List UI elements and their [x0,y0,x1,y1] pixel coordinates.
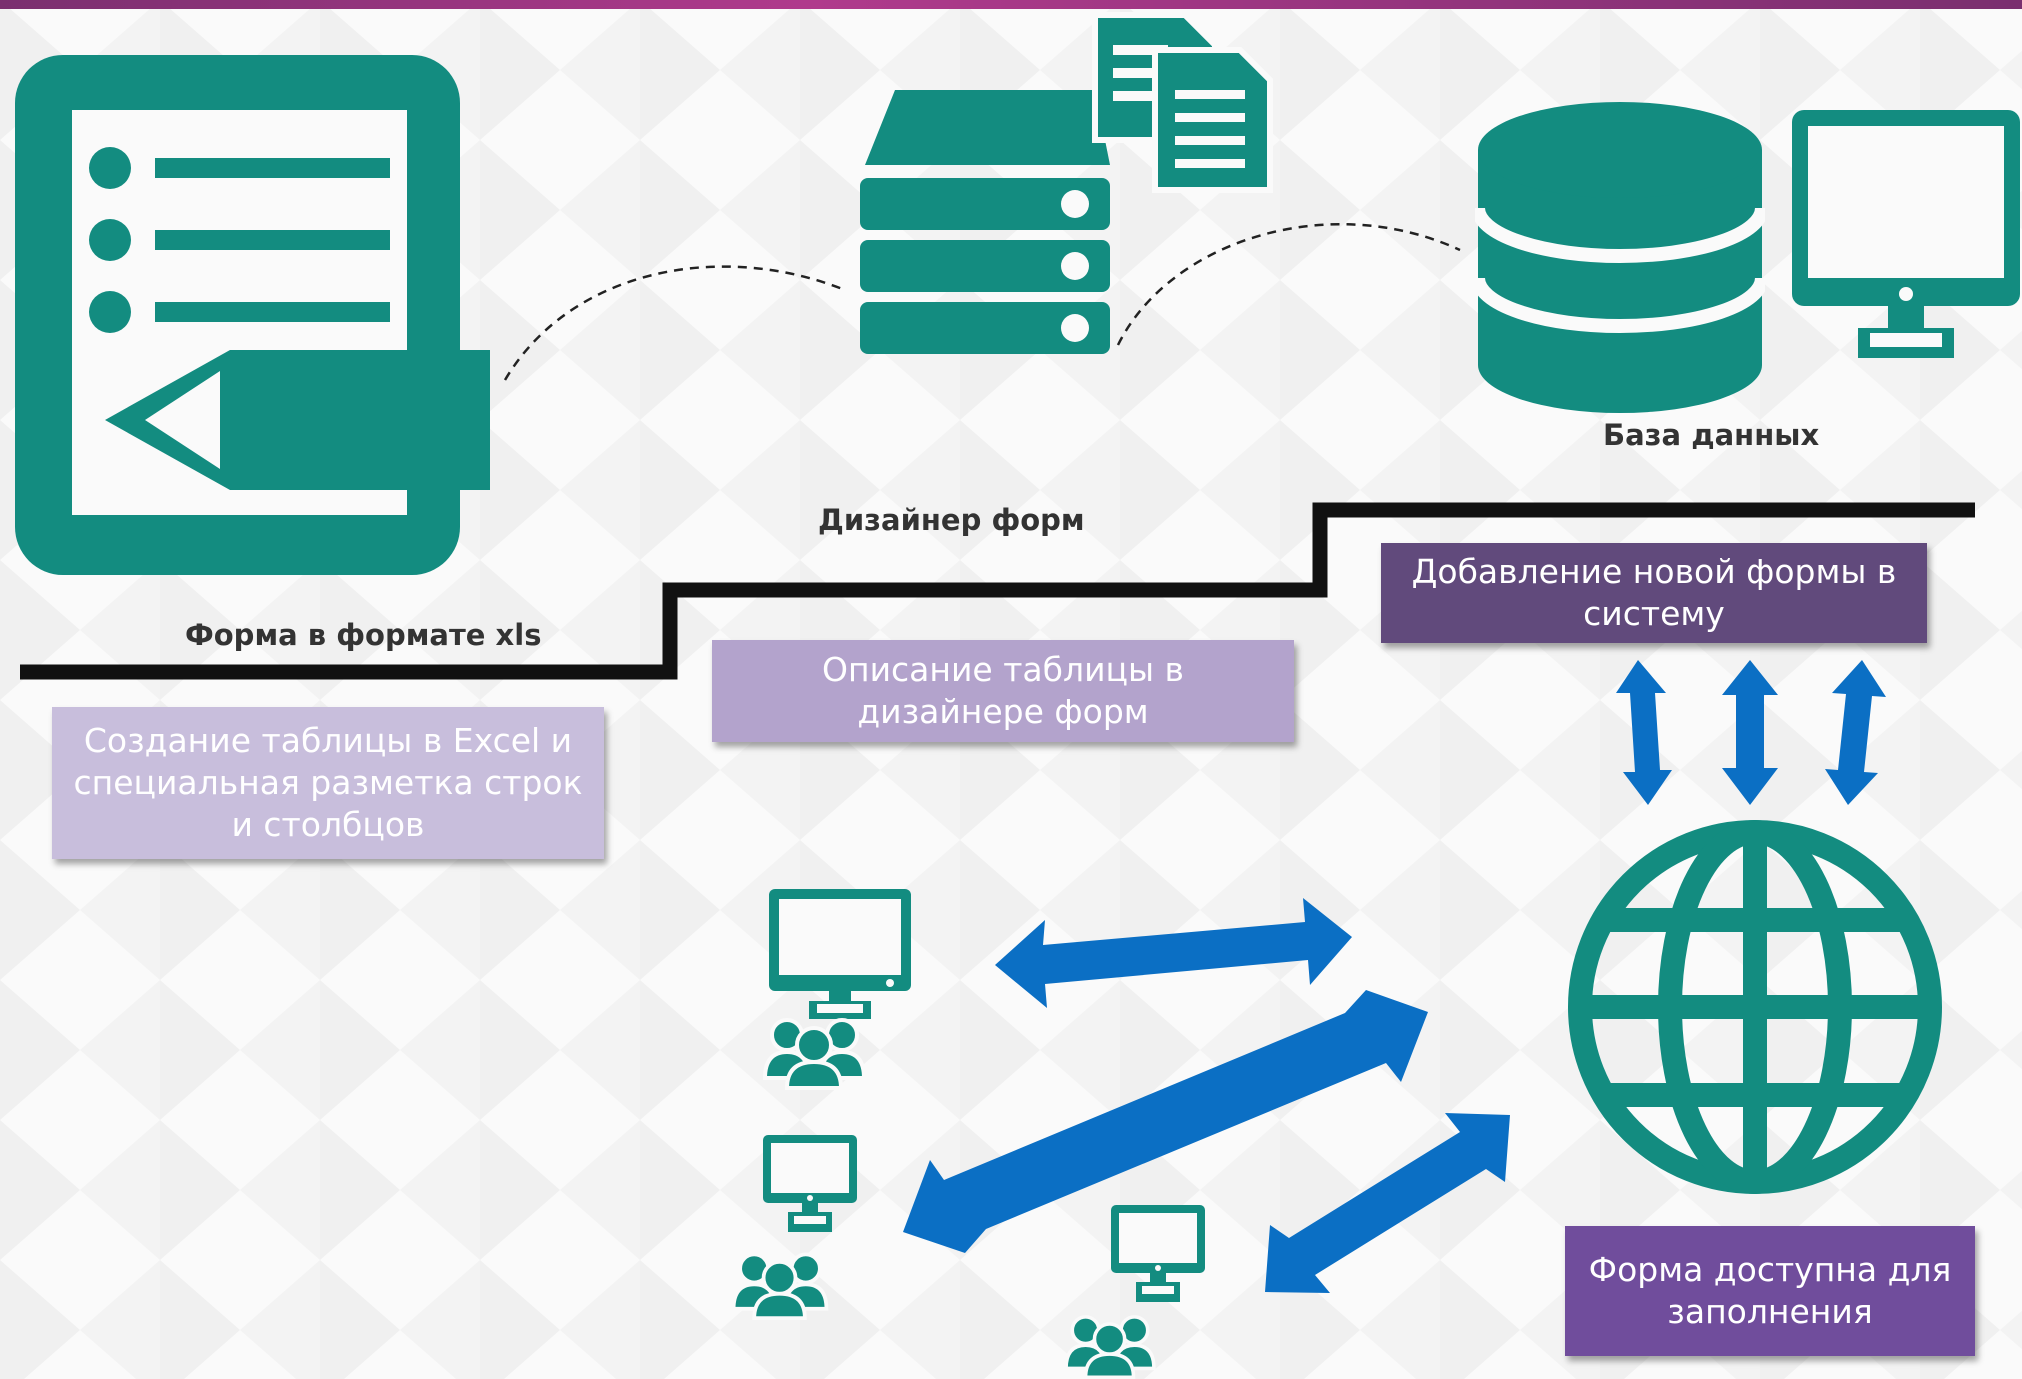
top-accent-bar [0,0,2022,9]
users-icon [731,1252,829,1320]
document-edit-icon [15,55,490,575]
label-designer: Дизайнер форм [818,503,1085,537]
double-arrow-icon [1616,660,1886,805]
step-line [20,502,1975,680]
monitor-icon [763,1135,857,1232]
monitor-icon [1792,110,2020,358]
label-form-xls: Форма в формате xls [185,618,542,652]
monitor-icon [769,889,911,1019]
dashed-connectors [503,222,1461,381]
users-icon [1064,1315,1156,1379]
box-create-table: Создание таблицы в Excel и специальная р… [52,707,604,859]
box-form-available: Форма доступна для заполнения [1565,1226,1975,1356]
label-database: База данных [1603,418,1820,452]
users-icon [762,1018,867,1090]
globe-icon [1568,820,1942,1194]
database-icon [1475,102,1765,413]
server-documents-icon [860,12,1273,354]
box-add-form: Добавление новой формы в систему [1381,543,1927,643]
box-describe-table: Описание таблицы в дизайнере форм [712,640,1294,742]
monitor-icon [1111,1205,1205,1302]
